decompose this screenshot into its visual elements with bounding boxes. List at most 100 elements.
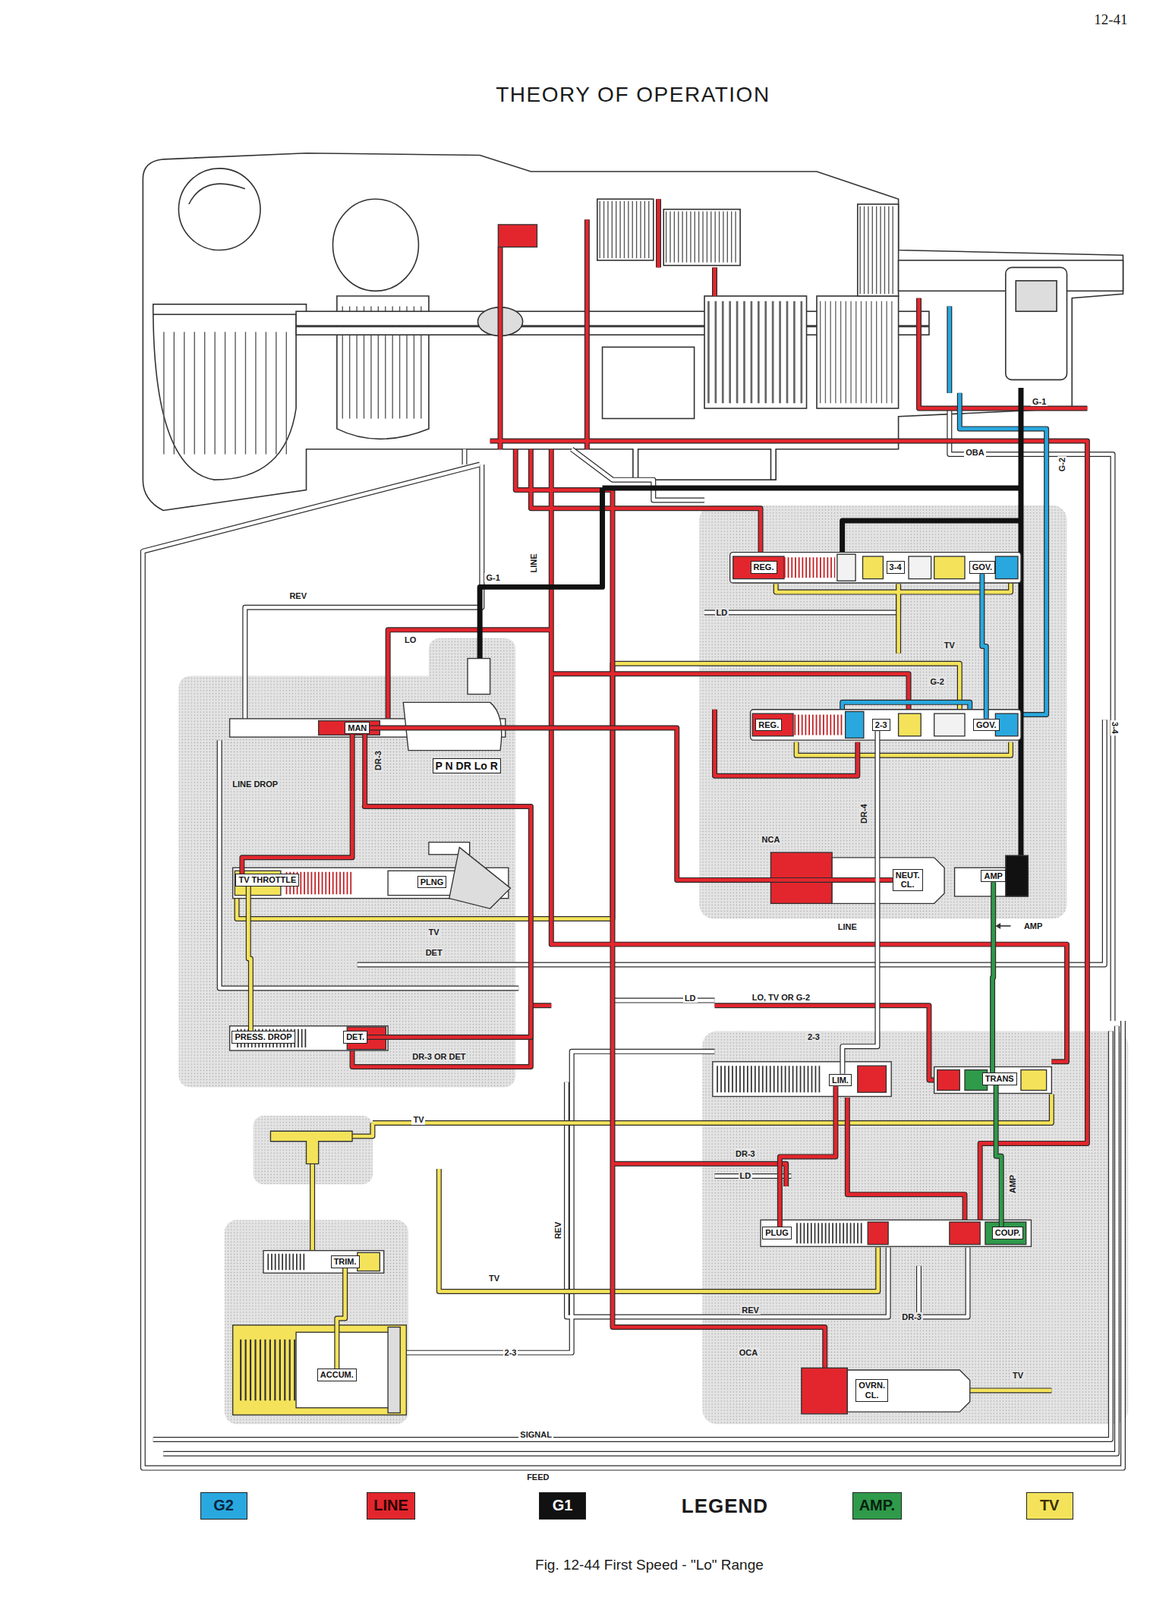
valve-label: MAN [344,721,370,735]
valve-body [712,1061,892,1097]
valve-label: REG. [750,560,778,574]
legend-swatch: TV [1026,1492,1074,1520]
valve-body [730,552,1021,583]
passage-outline [242,734,353,874]
valve-body [908,556,932,580]
fluid-passage [842,306,1047,716]
valve-label: GOV. [973,718,1000,732]
legend-text: LINE [373,1496,409,1515]
valve-body [845,711,864,738]
valve-body [867,1222,889,1245]
passage-outline [992,882,994,1073]
clutch-label: NEUT. CL. [892,869,924,892]
valve-label: AMP [980,869,1006,883]
valve-label: LIM. [828,1074,852,1087]
valve-body [229,1026,388,1051]
valve-body [270,1131,353,1164]
transmission-cutaway [599,201,653,259]
valve-label: 2-3 [872,718,891,732]
line-name: TV [411,1115,426,1125]
valve-body [229,224,1053,1415]
line-name: FEED [525,1472,551,1482]
passage-outline [842,730,878,1074]
valve-label: 3-4 [886,560,905,574]
fluid-passage [352,198,1087,1368]
line-name: LO [403,635,418,645]
transmission-cutaway [597,198,654,261]
line-name: LINE DROP [230,779,280,789]
valve-name: PLUG [765,1228,789,1239]
valve-body [796,1222,863,1244]
line-name: 2-3 [503,1348,519,1358]
transmission-cutaway [189,183,246,205]
legend-text: AMP. [859,1496,895,1515]
transmission-cutaway [663,209,741,266]
valve-body [733,556,785,580]
valve-name: AMP [983,871,1002,882]
passage-outline [369,727,893,880]
line-name: G-1 [1030,396,1048,407]
fluid-passage [369,727,893,880]
transmission-cutaway [857,204,899,297]
line-name: LD [738,1171,753,1181]
valve-body [750,709,1021,741]
valve-name: TRANS [985,1074,1015,1084]
legend-text: G2 [213,1496,234,1515]
passage-outline [995,1085,1002,1227]
valve-label: TRANS [982,1072,1018,1086]
valve-name: REG. [758,720,779,731]
line-name: DET [424,948,445,958]
legend-heading: LEGEND [680,1495,770,1518]
valve-body [296,1332,394,1409]
valve-name: MAN [347,723,367,734]
transmission-cutaway [1015,280,1057,312]
line-name: DR-3 [373,749,383,772]
valve-body [267,1253,306,1271]
valve-body [847,1370,970,1412]
valve-name: PLNG [420,877,445,888]
clutch-label: OVRN. CL. [855,1379,889,1402]
legend-swatch: G2 [200,1492,248,1520]
fluid-passage [479,387,1028,883]
figure-caption: Fig. 12-44 First Speed - "Lo" Range [535,1556,764,1574]
valve-body-panel [224,1219,409,1425]
legend-entry: TV [1026,1492,1074,1520]
legend-swatch: AMP. [852,1492,902,1520]
valve-name: P N DR Lo R [435,759,498,772]
legend-text: G1 [552,1496,574,1515]
flow-arrow [995,923,1011,930]
transmission-cutaway [665,211,738,262]
legend-text: TV [1039,1496,1060,1515]
fluid-passage [142,198,1123,1469]
valve-body [863,556,884,580]
transmission-cutaway [163,331,291,454]
valve-body-panel [699,505,1067,920]
valve-name: LIM. [831,1075,849,1086]
valve-body [760,1219,1031,1247]
transmission-cutaway [704,296,807,409]
selector-plate: P N DR Lo R [432,758,501,774]
valve-name: NEUT. CL. [895,870,920,890]
transmission-cutaway [602,346,695,419]
valve-body [837,554,856,581]
line-name: DR-4 [859,802,869,826]
line-name: LINE [836,922,859,932]
valve-label: GOV. [969,560,996,574]
valve-label: DET. [343,1030,368,1044]
valve-body [793,715,842,736]
line-name: REV [287,591,309,601]
valve-body [1020,1070,1047,1091]
legend-swatch: G1 [538,1492,586,1520]
fluid-passage [364,734,531,1037]
valve-body [934,556,965,580]
line-name: OBA [964,447,986,457]
transmission-cutaway [153,304,307,315]
line-name: SIGNAL [518,1430,554,1440]
fluid-passage [992,882,994,1073]
line-name: 2-3 [806,1032,822,1042]
valve-body [1005,855,1029,897]
valve-label: PLNG [417,875,448,889]
flow-arrow [995,923,1001,930]
